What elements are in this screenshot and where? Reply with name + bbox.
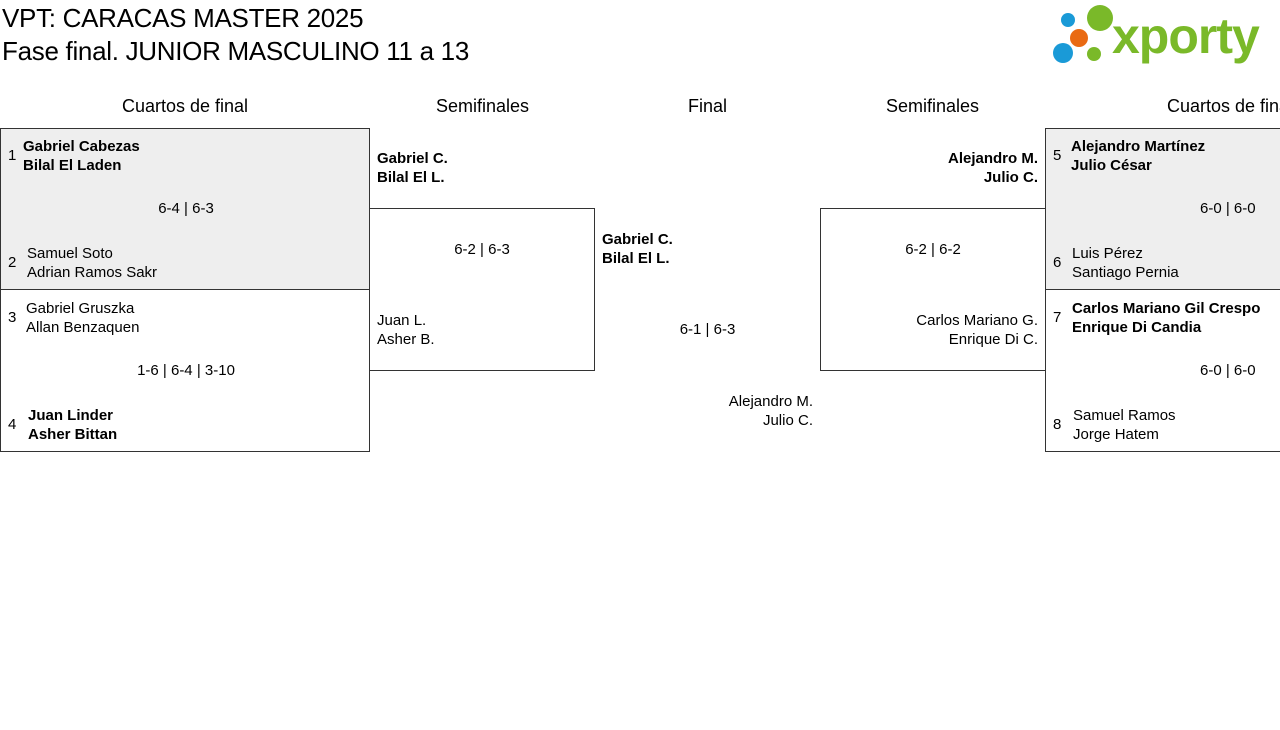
player-name: Gabriel C.: [602, 231, 673, 248]
xporty-logo: xporty: [1050, 4, 1278, 68]
quarter-match-2: 3 Gabriel Gruszka Allan Benzaquen 1-6 | …: [0, 289, 370, 452]
quarter-match-4: 7 Carlos Mariano Gil Crespo Enrique Di C…: [1045, 289, 1280, 452]
player-name: Enrique Di Candia: [1072, 319, 1202, 336]
seed-number: 1: [8, 147, 17, 164]
player-name: Jorge Hatem: [1073, 426, 1159, 443]
match-score: 6-4 | 6-3: [158, 200, 214, 217]
semifinal-match-left: 6-2 | 6-3 Juan L. Asher B.: [369, 208, 595, 371]
match-score: 6-2 | 6-2: [905, 241, 961, 258]
player-name: Julio C.: [983, 169, 1038, 186]
semifinal-match-right: 6-2 | 6-2 Carlos Mariano G. Enrique Di C…: [820, 208, 1046, 371]
seed-number: 8: [1053, 416, 1062, 433]
player-name: Asher Bittan: [28, 426, 118, 443]
player-name: Carlos Mariano Gil Crespo: [1072, 300, 1261, 317]
player-name: Santiago Pernia: [1072, 264, 1179, 281]
player-name: Alejandro M.: [947, 150, 1038, 167]
quarter-match-1: 1 Gabriel Cabezas Bilal El Laden 6-4 | 6…: [0, 128, 370, 290]
player-name: Juan Linder: [28, 407, 114, 424]
player-name: Alejandro Martínez: [1071, 138, 1206, 155]
player-name: Allan Benzaquen: [26, 319, 140, 336]
player-name: Bilal El Laden: [23, 157, 122, 174]
player-name: Gabriel C.: [377, 150, 448, 167]
player-name: Alejandro M.: [728, 393, 813, 410]
player-name: Adrian Ramos Sakr: [27, 264, 158, 281]
match-score: 1-6 | 6-4 | 3-10: [137, 362, 235, 379]
player-name: Luis Pérez: [1072, 245, 1143, 262]
seed-number: 5: [1053, 147, 1062, 164]
page-subtitle: Fase final. JUNIOR MASCULINO 11 a 13: [2, 36, 469, 66]
player-name: Julio C.: [762, 412, 813, 429]
player-name: Gabriel Cabezas: [23, 138, 140, 155]
match-score: 6-2 | 6-3: [454, 241, 510, 258]
seed-number: 6: [1053, 254, 1062, 271]
player-name: Enrique Di C.: [948, 331, 1038, 348]
player-name: Bilal El L.: [602, 250, 670, 267]
seed-number: 3: [8, 309, 17, 326]
round-header-semis-left: Semifinales: [435, 96, 530, 116]
final-score: 6-1 | 6-3: [679, 321, 736, 338]
seed-number: 4: [8, 416, 17, 433]
match-score: 6-0 | 6-0: [1200, 200, 1256, 217]
round-header-quarters-right: Cuartos de final: [1166, 96, 1280, 116]
match-score: 6-0 | 6-0: [1200, 362, 1256, 379]
player-name: Gabriel Gruszka: [26, 300, 135, 317]
round-header-quarters-left: Cuartos de final: [121, 96, 249, 116]
player-name: Julio César: [1071, 157, 1152, 174]
player-name: Samuel Ramos: [1073, 407, 1176, 424]
logo-dots-icon: [1053, 5, 1113, 63]
player-name: Bilal El L.: [377, 169, 445, 186]
player-name: Carlos Mariano G.: [916, 312, 1038, 329]
seed-number: 7: [1053, 309, 1062, 326]
seed-number: 2: [8, 254, 17, 271]
round-header-final: Final: [687, 96, 727, 116]
round-header-semis-right: Semifinales: [885, 96, 980, 116]
page-title: VPT: CARACAS MASTER 2025: [2, 3, 364, 33]
player-name: Asher B.: [377, 331, 435, 348]
logo-wordmark: xporty: [1112, 8, 1260, 64]
quarter-match-3: 5 Alejandro Martínez Julio César 6-0 | 6…: [1045, 128, 1280, 290]
player-name: Juan L.: [377, 312, 427, 329]
player-name: Samuel Soto: [27, 245, 113, 262]
